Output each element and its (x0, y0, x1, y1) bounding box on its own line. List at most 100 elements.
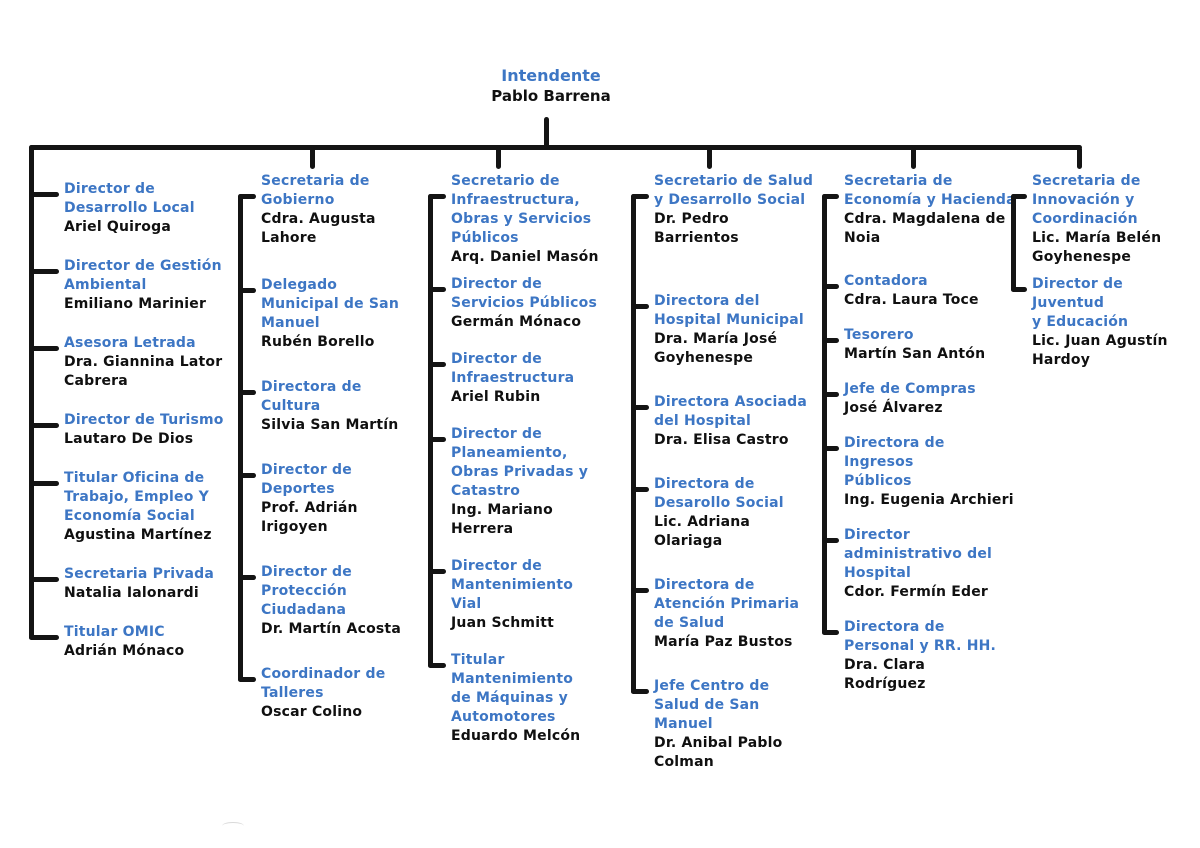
org-head-node: Secretario de Infraestructura, Obras y S… (451, 172, 606, 267)
role-title: Director de Turismo (64, 412, 224, 428)
person-name: Ariel Rubin (451, 389, 541, 405)
person-name: Lic. María Belén Goyhenespe (1032, 230, 1162, 265)
org-column-infraestructura: Secretario de Infraestructura, Obras y S… (451, 172, 606, 764)
connector-tick (1011, 287, 1027, 292)
role-title: Director de Infraestructura (451, 351, 575, 386)
connector-tick (238, 288, 256, 293)
connector-tick (238, 390, 256, 395)
role-title: Director de Deportes (261, 462, 352, 497)
org-node: Directora de Personal y RR. HH.Dra. Clar… (844, 618, 1019, 694)
person-name: Cdra. Augusta Lahore (261, 211, 376, 246)
root-node: Intendente Pablo Barrena (441, 66, 661, 106)
person-name: Dr. Anibal Pablo Colman (654, 735, 783, 770)
person-name: Lic. Adriana Olariaga (654, 514, 751, 549)
connector-tick (1011, 194, 1027, 199)
role-title: Director de Protección Ciudadana (261, 564, 352, 618)
column-spine (29, 145, 34, 640)
person-name: Germán Mónaco (451, 314, 582, 330)
role-title: Director de Planeamiento, Obras Privadas… (451, 426, 589, 499)
connector-tick (29, 577, 59, 582)
connector-tick (29, 269, 59, 274)
column-spine (238, 194, 243, 682)
root-connector-line (544, 117, 549, 148)
person-name: Cdor. Fermín Eder (844, 584, 989, 600)
role-title: Directora de Desarollo Social (654, 476, 784, 511)
connector-tick (238, 473, 256, 478)
connector-tick (631, 487, 649, 492)
connector-tick (29, 346, 59, 351)
connector-tick (428, 663, 446, 668)
role-title: Secretaria de Innovación y Coordinación (1032, 173, 1141, 227)
connector-tick (822, 338, 839, 343)
person-name: Natalia Ialonardi (64, 585, 199, 601)
connector-tick (822, 392, 839, 397)
connector-tick (631, 689, 649, 694)
connector-tick (822, 538, 839, 543)
column-spine (822, 194, 827, 635)
person-name: Dr. Pedro Barrientos (654, 211, 739, 246)
role-title: Delegado Municipal de San Manuel (261, 277, 399, 331)
person-name: José Álvarez (844, 400, 943, 416)
person-name: Oscar Colino (261, 704, 363, 720)
role-title: Titular OMIC (64, 624, 165, 640)
role-title: Director de Gestión Ambiental (64, 258, 222, 293)
root-person-name: Pablo Barrena (491, 87, 611, 105)
role-title: Director de Mantenimiento Vial (451, 558, 574, 612)
role-title: Director de Servicios Públicos (451, 276, 598, 311)
role-title: Directora Asociada del Hospital (654, 394, 808, 429)
connector-tick (822, 284, 839, 289)
role-title: Secretaria de Gobierno (261, 173, 370, 208)
person-name: Lic. Juan Agustín Hardoy (1032, 333, 1168, 368)
role-title: Titular Mantenimiento de Máquinas y Auto… (451, 652, 574, 725)
connector-tick (238, 575, 256, 580)
column-spine (428, 194, 433, 668)
role-title: Director de Desarrollo Local (64, 181, 195, 216)
role-title: Directora de Ingresos Públicos (844, 435, 945, 489)
connector-tick (428, 362, 446, 367)
column-drop-line (1077, 147, 1082, 169)
role-title: Coordinador de Talleres (261, 666, 386, 701)
person-name: Ariel Quiroga (64, 219, 171, 235)
person-name: Eduardo Melcón (451, 728, 581, 744)
person-name: Dra. Giannina Lator Cabrera (64, 354, 223, 389)
person-name: María Paz Bustos (654, 634, 793, 650)
connector-tick (29, 635, 59, 640)
person-name: Lautaro De Dios (64, 431, 194, 447)
connector-tick (29, 192, 59, 197)
person-name: Arq. Daniel Masón (451, 249, 599, 265)
role-title: Asesora Letrada (64, 335, 196, 351)
org-node: Titular Oficina de Trabajo, Empleo Y Eco… (64, 469, 234, 545)
role-title: Secretario de Salud y Desarrollo Social (654, 173, 814, 208)
role-title: Directora de Atención Primaria de Salud (654, 577, 800, 631)
connector-tick (822, 446, 839, 451)
connector-tick (428, 287, 446, 292)
role-title: Jefe de Compras (844, 381, 976, 397)
connector-tick (822, 630, 839, 635)
connector-tick (428, 569, 446, 574)
connector-tick (631, 304, 649, 309)
main-horizontal-line (29, 145, 1082, 150)
person-name: Emiliano Marinier (64, 296, 207, 312)
root-role-title: Intendente (501, 66, 601, 85)
person-name: Agustina Martínez (64, 527, 212, 543)
